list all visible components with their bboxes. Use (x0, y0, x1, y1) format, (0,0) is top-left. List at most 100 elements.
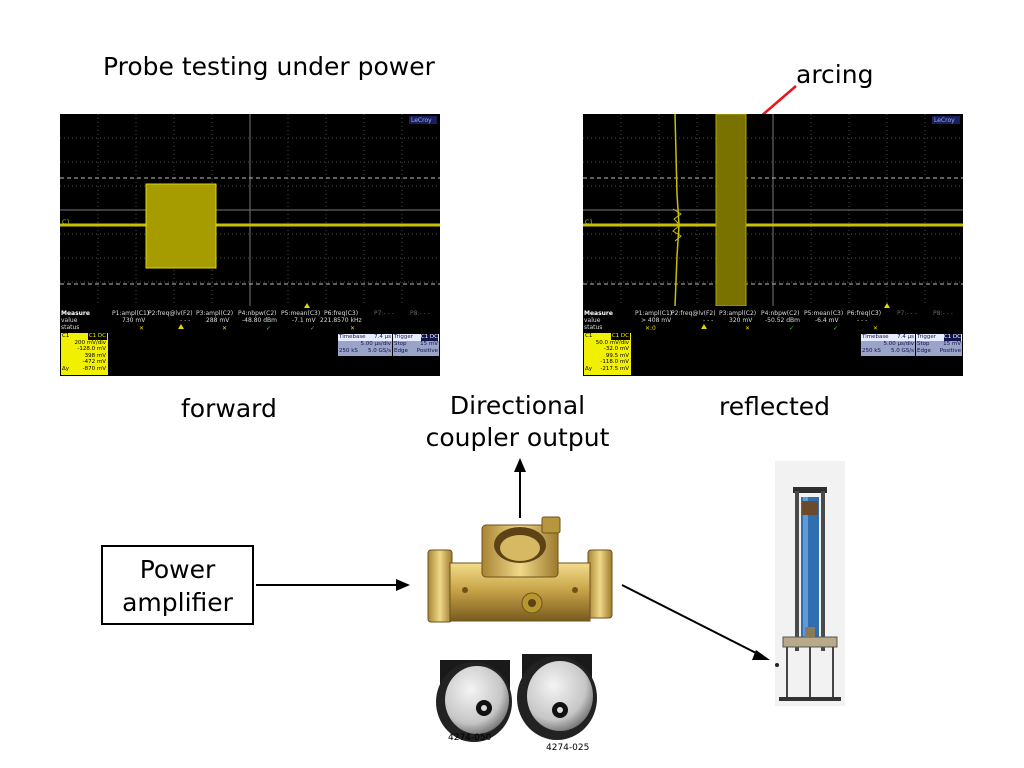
scope-reflected-param-7: P7:- - - (897, 310, 917, 317)
arcing-label: arcing (796, 60, 874, 89)
scope-reflected-c1-coupling: C1 DC (610, 333, 630, 340)
scope-reflected-samples: 250 kS (862, 348, 881, 354)
scope-reflected-delta-label: Δy (585, 365, 593, 372)
scope-reflected-value-4: -50.52 dBm (765, 317, 801, 324)
scope-forward-status-label: status (61, 324, 80, 331)
scope-reflected-param-8: P8:- - - (933, 310, 953, 317)
scope-forward-brand: LeCroy (411, 117, 432, 124)
scope-forward-stop: Stop (394, 341, 407, 347)
svg-text:C1: C1 (62, 219, 70, 226)
scope-forward-grid: C1 (60, 114, 440, 306)
scope-reflected-value-2: - - - (703, 317, 714, 324)
svg-text:✓: ✓ (833, 325, 838, 332)
scope-reflected-grid: C1 (583, 114, 963, 306)
scope-forward-param-4: P4:nbpw(C2) (238, 310, 277, 317)
svg-text:✓: ✓ (789, 325, 794, 332)
scope-reflected-trigger-panel: Trigger C1 DC Stop 15 mV Edge Positive (916, 334, 962, 356)
scope-forward-measure-label: Measure (61, 310, 90, 317)
scope-forward-timebase-value: 7.4 µs (374, 334, 391, 340)
scope-forward-value-3: 288 mV (206, 317, 230, 324)
coupler-output-line-2: coupler output (425, 423, 610, 452)
scope-forward-value-6: 221.8570 kHz (320, 317, 362, 324)
scope-reflected-c1-line-5: -217.5 mV (600, 365, 629, 372)
scope-reflected-c1-box: C1 C1 DC 50.0 mV/div -32.0 mV 99.5 mV -11… (584, 333, 631, 375)
scope-reflected-param-5: P5:mean(C3) (804, 310, 844, 317)
power-amplifier-box: Power amplifier (101, 545, 254, 625)
scope-forward-c1-line-3: 398 mV (84, 352, 106, 359)
coupler-output-line-1: Directional (449, 391, 586, 420)
scope-reflected-c1-line-3: 99.5 mV (605, 352, 629, 359)
scope-forward-param-5: P5:mean(C3) (281, 310, 321, 317)
scope-forward-param-1: P1:ampl(C1) (112, 310, 150, 317)
scope-reflected-timebase-value: 7.4 µs (897, 334, 914, 340)
scope-forward-c1-line-4: -472 mV (82, 359, 106, 365)
scope-forward: C1 LeCroy Measure value status P1:ampl(C… (60, 114, 440, 376)
scope-forward-value-4: -48.80 dBm (242, 317, 278, 324)
scope-forward-trigger-level: 15 mV (420, 341, 438, 347)
scope-forward-value-5: -7.1 mV (292, 317, 316, 324)
scope-forward-timebase-label: Timebase (339, 334, 366, 340)
svg-text:✓: ✓ (310, 325, 315, 332)
scope-reflected-c1-line-1: 50.0 mV/div (595, 339, 629, 346)
coupler-output-label: Directional coupler output (410, 390, 625, 454)
scope-forward-status-icons: ✕ ✕ ✓ ✓ ✕ (139, 303, 355, 332)
scope-reflected-c1-line-4: -118.0 mV (600, 359, 629, 365)
scope-forward-rate: 5.0 GS/s (368, 348, 391, 354)
scope-reflected-param-6: P6:freq(C3) (847, 310, 882, 317)
svg-text:✕: ✕ (222, 325, 227, 332)
bird-elements-image (436, 654, 597, 742)
power-amplifier-line-2: amplifier (122, 588, 233, 617)
scope-reflected-status-label: status (584, 324, 603, 331)
scope-reflected-timebase-label: Timebase (862, 334, 889, 340)
scope-forward-param-8: P8:- - - (410, 310, 430, 317)
scope-forward-edge: Edge (394, 348, 408, 354)
scope-forward-positive: Positive (416, 348, 438, 354)
scope-reflected-param-2: P2:freq@lv(F2) (671, 310, 716, 317)
element-caption-right: 4274-025 (546, 743, 590, 753)
slide-title: Probe testing under power (103, 52, 435, 81)
scope-reflected-trigger-coupling: C1 DC (943, 334, 961, 341)
scope-reflected-stop: Stop (917, 341, 930, 347)
directional-coupler-image (427, 516, 613, 623)
scope-forward-timebase-div: 5.00 µs/div (360, 341, 392, 347)
svg-text:✕: ✕ (350, 325, 355, 332)
scope-reflected-trigger-level: 15 mV (943, 341, 961, 347)
scope-forward-trigger-coupling: C1 DC (420, 334, 438, 341)
forward-label: forward (181, 394, 277, 423)
scope-reflected-param-1: P1:ampl(C1) (635, 310, 673, 317)
svg-text:✕: ✕ (873, 325, 878, 332)
svg-text:✕:0: ✕:0 (645, 325, 656, 332)
scope-forward-c1-line-1: 200 mV/div (74, 339, 107, 346)
scope-reflected-positive: Positive (939, 348, 961, 354)
scope-reflected-c1-label: C1 (585, 333, 593, 339)
scope-forward-value-2: - - - (180, 317, 191, 324)
scope-reflected-rate: 5.0 GS/s (891, 348, 914, 354)
svg-text:✕: ✕ (745, 325, 750, 332)
scope-reflected-value-1: > 408 mV (641, 317, 672, 324)
scope-reflected-param-3: P3:ampl(C2) (719, 310, 757, 317)
element-caption-left: 4274-050 (448, 733, 492, 743)
scope-reflected-value-label: value (584, 317, 601, 324)
scope-reflected-param-4: P4:nbpw(C2) (761, 310, 800, 317)
scope-reflected-measure-label: Measure (584, 310, 613, 317)
scope-forward-samples: 250 kS (339, 348, 358, 354)
scope-reflected-value-5: -6.4 mV (815, 317, 839, 324)
svg-text:C1: C1 (585, 219, 593, 226)
scope-reflected-c1-line-2: -32.0 mV (603, 346, 629, 352)
scope-reflected-status-icons: ✕:0 ✕ ✓ ✓ ✕ (645, 303, 890, 332)
scope-forward-param-6: P6:freq(C3) (324, 310, 359, 317)
probe-image (775, 461, 845, 706)
scope-forward-param-2: P2:freq@lv(F2) (148, 310, 193, 317)
scope-reflected-brand: LeCroy (934, 117, 955, 124)
scope-forward-value-1: 730 mV (122, 317, 146, 324)
scope-forward-param-7: P7:- - - (374, 310, 394, 317)
scope-forward-timebase-panel: Timebase 7.4 µs 5.00 µs/div 250 kS 5.0 GS/… (338, 334, 392, 356)
scope-reflected-value-6: - - - (857, 317, 868, 324)
scope-reflected-edge: Edge (917, 348, 931, 354)
scope-reflected-trigger-label: Trigger (917, 334, 936, 340)
reflected-label: reflected (719, 392, 831, 421)
scope-reflected: C1 LeCroy Measure value status P1:ampl(C… (583, 114, 963, 376)
